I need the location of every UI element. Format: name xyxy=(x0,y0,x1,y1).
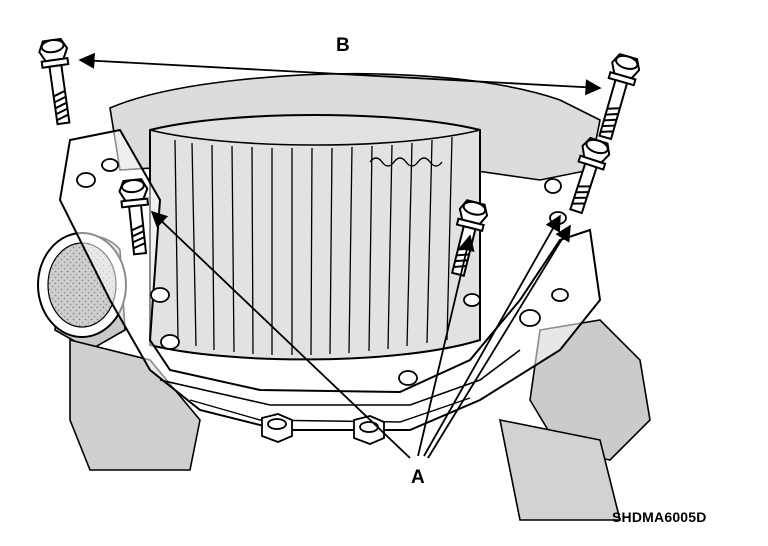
callout-b-label: B xyxy=(336,35,350,56)
long-bolt-right xyxy=(598,53,641,141)
bolt-holes xyxy=(76,158,569,386)
bolt-hole xyxy=(463,293,481,307)
short-bolt-right xyxy=(569,136,611,215)
figure-code: SHDMA6005D xyxy=(612,509,707,525)
case-bore xyxy=(149,114,481,361)
short-bolt-left xyxy=(118,178,150,256)
arrowhead-icon xyxy=(427,224,571,459)
arrowhead-icon xyxy=(150,210,411,459)
bolt-hole xyxy=(76,172,96,188)
long-bolt-left xyxy=(38,37,71,126)
bolt-hole xyxy=(544,178,562,194)
hex-head-bolt-icon xyxy=(569,136,611,215)
bolt-hole xyxy=(398,370,418,386)
arrowhead-icon xyxy=(423,214,561,457)
casting-edge-detail xyxy=(369,157,443,167)
hex-head-bolt-icon xyxy=(118,178,150,256)
flange-nuts xyxy=(261,413,385,445)
bolt-hole xyxy=(160,334,180,350)
arrowhead-icon xyxy=(78,52,602,96)
bolt-hole xyxy=(150,287,170,303)
bolt-hole xyxy=(519,309,541,327)
bolt-hole xyxy=(101,158,119,172)
bolt-hole xyxy=(551,288,569,302)
arrowhead-icon xyxy=(417,234,475,457)
hex-head-bolt-icon xyxy=(598,53,641,141)
callout-a-label: A xyxy=(411,467,425,488)
callout-a-leaders xyxy=(150,210,571,459)
hex-head-bolt-icon xyxy=(38,37,71,126)
case-ribs xyxy=(174,136,453,356)
